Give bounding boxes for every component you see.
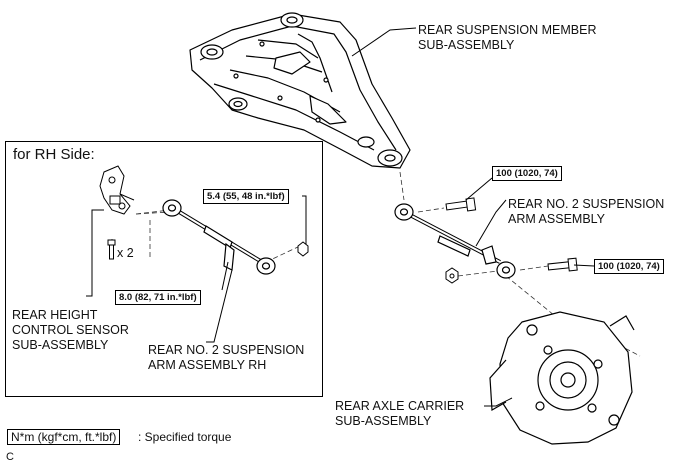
torque-legend-description: : Specified torque [138, 430, 232, 444]
sensor-bolt-icon [107, 239, 116, 260]
rear-suspension-member-drawing [189, 12, 411, 169]
rear-no2-arm-rh-line-1: REAR NO. 2 SUSPENSION [148, 343, 305, 357]
inset-nut-icon [297, 241, 309, 257]
torque-box-lower-bolt: 100 (1020, 74) [594, 259, 664, 274]
rear-axle-carrier-line-2: SUB-ASSEMBLY [335, 414, 432, 428]
rear-no2-arm-drawing [394, 203, 516, 279]
rear-height-sensor-line-2: CONTROL SENSOR [12, 323, 129, 337]
inset-title: for RH Side: [13, 146, 95, 163]
rear-no2-arm-line-2: ARM ASSEMBLY [508, 212, 606, 226]
torque-unit-legend-box: N*m (kgf*cm, ft.*lbf) [7, 429, 121, 445]
lower-bolt-icon [547, 257, 578, 272]
rear-suspension-member-label: REAR SUSPENSION MEMBER SUB-ASSEMBLY [418, 23, 597, 53]
upper-bolt-icon [445, 197, 477, 212]
rear-suspension-member-line-2: SUB-ASSEMBLY [418, 38, 515, 52]
inset-arm-drawing [162, 199, 276, 275]
torque-box-inset-nut: 5.4 (55, 48 in.*lbf) [203, 189, 289, 204]
sensor-bolt-quantity: x 2 [117, 246, 134, 260]
torque-box-sensor-bolt: 8.0 (82, 71 in.*lbf) [115, 290, 201, 305]
rh-side-inset-frame [5, 141, 323, 397]
rear-axle-carrier-label: REAR AXLE CARRIER SUB-ASSEMBLY [335, 399, 464, 429]
rear-axle-carrier-line-1: REAR AXLE CARRIER [335, 399, 465, 413]
rear-no2-arm-rh-line-2: ARM ASSEMBLY RH [148, 358, 267, 372]
lower-nut-icon [445, 267, 459, 284]
rear-height-sensor-line-1: REAR HEIGHT [12, 308, 98, 322]
figure-code: C [6, 451, 14, 463]
rear-height-sensor-label: REAR HEIGHT CONTROL SENSOR SUB-ASSEMBLY [12, 308, 129, 353]
rear-height-sensor-line-3: SUB-ASSEMBLY [12, 338, 109, 352]
rear-no2-arm-rh-label: REAR NO. 2 SUSPENSION ARM ASSEMBLY RH [148, 343, 304, 373]
rear-no2-arm-line-1: REAR NO. 2 SUSPENSION [508, 197, 665, 211]
rear-axle-carrier-drawing [489, 311, 635, 445]
height-sensor-drawing [99, 165, 135, 215]
rear-suspension-member-line-1: REAR SUSPENSION MEMBER [418, 23, 597, 37]
torque-box-upper-bolt: 100 (1020, 74) [492, 166, 562, 181]
rear-no2-arm-label: REAR NO. 2 SUSPENSION ARM ASSEMBLY [508, 197, 664, 227]
leader-lines [86, 27, 595, 407]
